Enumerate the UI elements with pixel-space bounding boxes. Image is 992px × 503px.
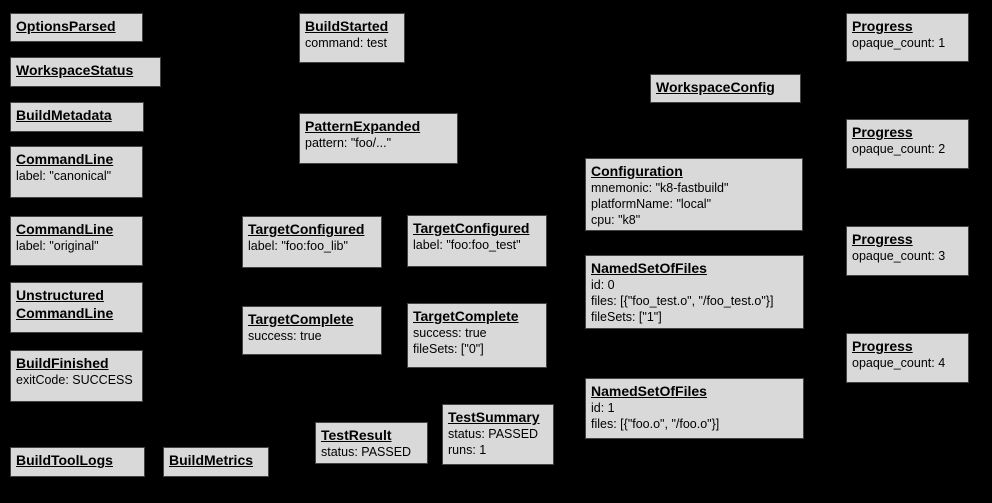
box-build-started: BuildStarted command: test [299,13,405,63]
field-line: status: PASSED [321,445,412,459]
box-progress-4: Progress opaque_count: 4 [846,333,969,383]
box-unstructured-command-line-title-line-2: CommandLine [16,305,114,321]
box-named-set-of-files-1-title: NamedSetOfFiles [591,383,707,399]
box-build-metadata: BuildMetadata [10,102,144,132]
box-test-result-title: TestResult [321,427,392,443]
box-command-line-original: CommandLine label: "original" [10,216,143,266]
field-line: status: PASSED [448,427,539,441]
field-line: label: "canonical" [16,169,112,183]
box-command-line-original-title: CommandLine [16,221,114,237]
box-build-tool-logs: BuildToolLogs [10,447,145,477]
field-line: opaque_count: 2 [852,142,946,156]
box-progress-1-title: Progress [852,18,913,34]
box-workspace-config-title: WorkspaceConfig [656,79,775,95]
box-unstructured-command-line-title-line-1: Unstructured [16,287,104,303]
box-test-summary: TestSummary status: PASSED runs: 1 [442,404,554,465]
box-build-started-title: BuildStarted [305,18,389,34]
field-line: id: 0 [591,278,615,292]
box-workspace-status: WorkspaceStatus [10,57,161,87]
box-options-parsed-title: OptionsParsed [16,18,116,34]
box-pattern-expanded: PatternExpanded pattern: "foo/..." [299,113,458,164]
box-build-finished: BuildFinished exitCode: SUCCESS [10,350,143,402]
field-line: platformName: "local" [591,197,712,211]
box-workspace-status-title: WorkspaceStatus [16,62,134,78]
box-build-finished-title: BuildFinished [16,355,109,371]
box-options-parsed: OptionsParsed [10,13,143,42]
box-target-complete-foo-test: TargetComplete success: true fileSets: [… [407,303,547,368]
field-line: exitCode: SUCCESS [16,373,133,387]
box-progress-2: Progress opaque_count: 2 [846,119,969,169]
field-line: label: "original" [16,239,99,253]
box-command-line-canonical: CommandLine label: "canonical" [10,146,143,198]
box-named-set-of-files-1: NamedSetOfFiles id: 1 files: [{"foo.o", … [585,378,804,439]
field-line: label: "foo:foo_lib" [248,239,348,253]
box-target-complete-foo-lib: TargetComplete success: true [242,306,382,355]
box-progress-3-title: Progress [852,231,913,247]
box-command-line-canonical-title: CommandLine [16,151,114,167]
box-progress-3: Progress opaque_count: 3 [846,226,969,276]
box-progress-1: Progress opaque_count: 1 [846,13,969,62]
field-line: opaque_count: 4 [852,356,946,370]
field-line: opaque_count: 3 [852,249,946,263]
box-test-summary-title: TestSummary [448,409,540,425]
box-named-set-of-files-0-title: NamedSetOfFiles [591,260,707,276]
field-line: label: "foo:foo_test" [413,238,521,252]
box-configuration: Configuration mnemonic: "k8-fastbuild" p… [585,158,803,231]
box-target-configured-foo-test-title: TargetConfigured [413,220,530,236]
box-target-configured-foo-test: TargetConfigured label: "foo:foo_test" [407,215,547,267]
field-line: command: test [305,36,387,50]
box-progress-2-title: Progress [852,124,913,140]
field-line: id: 1 [591,401,615,415]
field-line: fileSets: ["1"] [591,310,662,324]
box-build-metrics: BuildMetrics [163,447,269,477]
box-build-metrics-title: BuildMetrics [169,452,254,468]
box-workspace-config: WorkspaceConfig [650,74,801,103]
field-line: files: [{"foo.o", "/foo.o"}] [591,417,720,431]
box-unstructured-command-line: Unstructured CommandLine [10,282,143,333]
box-target-complete-foo-test-title: TargetComplete [413,308,519,324]
field-line: mnemonic: "k8-fastbuild" [591,181,729,195]
field-line: success: true [248,329,322,343]
box-test-result: TestResult status: PASSED [315,422,428,464]
field-line: opaque_count: 1 [852,36,946,50]
field-line: files: [{"foo_test.o", "/foo_test.o"}] [591,294,774,308]
box-pattern-expanded-title: PatternExpanded [305,118,421,134]
box-target-configured-foo-lib-title: TargetConfigured [248,221,365,237]
box-target-configured-foo-lib: TargetConfigured label: "foo:foo_lib" [242,216,382,268]
box-configuration-title: Configuration [591,163,683,179]
field-line: pattern: "foo/..." [305,136,392,150]
box-build-metadata-title: BuildMetadata [16,107,112,123]
box-target-complete-foo-lib-title: TargetComplete [248,311,354,327]
box-named-set-of-files-0: NamedSetOfFiles id: 0 files: [{"foo_test… [585,255,804,329]
field-line: success: true [413,326,487,340]
field-line: runs: 1 [448,443,487,457]
box-build-tool-logs-title: BuildToolLogs [16,452,113,468]
field-line: fileSets: ["0"] [413,342,484,356]
box-progress-4-title: Progress [852,338,913,354]
field-line: cpu: "k8" [591,213,641,227]
